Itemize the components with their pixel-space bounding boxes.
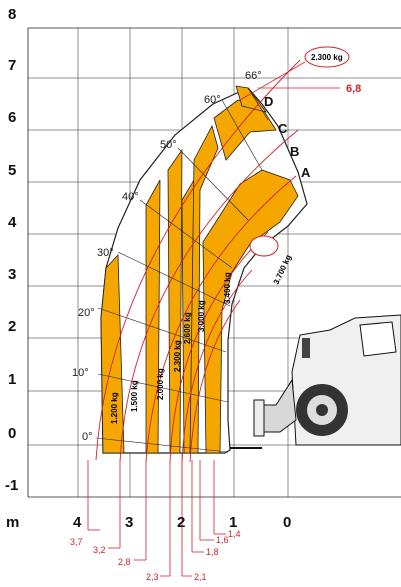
load-3700: 3.700 kg bbox=[272, 253, 294, 286]
zone-c: C bbox=[278, 121, 288, 136]
x-label-4: 4 bbox=[73, 514, 82, 531]
load-1500: 1.500 kg bbox=[130, 380, 139, 412]
y-label-8: 8 bbox=[8, 6, 16, 23]
angle-66: 66° bbox=[245, 70, 262, 82]
y-label-7: 7 bbox=[8, 57, 16, 74]
y-label-0: 0 bbox=[8, 425, 16, 442]
reach-2-3: 2,3 bbox=[146, 572, 159, 582]
reach-2-8: 2,8 bbox=[118, 557, 131, 567]
x-label-0: 0 bbox=[283, 514, 291, 531]
y-label-2: 2 bbox=[8, 318, 16, 335]
zone-a: A bbox=[301, 165, 311, 180]
load-2300: 2.300 kg bbox=[173, 340, 182, 372]
y-label-1: 1 bbox=[8, 371, 16, 388]
y-label-4: 4 bbox=[8, 214, 17, 231]
reach-ticks bbox=[87, 87, 340, 577]
max-load-ellipse bbox=[249, 235, 279, 257]
x-axis-unit: m bbox=[6, 514, 19, 531]
load-bands bbox=[100, 85, 299, 454]
angle-0: 0° bbox=[82, 431, 93, 443]
y-label-6: 6 bbox=[8, 109, 16, 126]
top-load-ellipse bbox=[304, 46, 350, 68]
y-label-5: 5 bbox=[8, 162, 16, 179]
angle-40: 40° bbox=[122, 191, 139, 203]
load-3000: 3.000 kg bbox=[197, 300, 206, 332]
reach-3-7: 3,7 bbox=[70, 537, 83, 547]
angle-50: 50° bbox=[160, 139, 177, 151]
reach-2-1: 2,1 bbox=[194, 572, 207, 582]
reach-1-4: 1,4 bbox=[228, 529, 241, 539]
reach-1-8: 1,8 bbox=[206, 547, 219, 557]
zone-d: D bbox=[264, 94, 273, 109]
zone-b: B bbox=[290, 144, 299, 159]
reach-labels: 3,7 3,2 2,8 2,3 2,1 1,8 1,6 1,4 bbox=[70, 529, 241, 582]
load-1200: 1.200 kg bbox=[110, 392, 119, 424]
y-label-minus1: -1 bbox=[5, 477, 18, 494]
y-axis-labels: 8 7 6 5 4 3 2 1 0 -1 bbox=[5, 6, 18, 494]
reach-arcs bbox=[95, 59, 301, 463]
reach-1-6: 1,6 bbox=[216, 535, 229, 545]
x-axis-labels: m 4 3 2 1 0 bbox=[6, 514, 291, 531]
top-load-leader bbox=[239, 61, 306, 101]
x-label-2: 2 bbox=[177, 514, 185, 531]
y-label-3: 3 bbox=[8, 266, 16, 283]
x-label-3: 3 bbox=[125, 514, 133, 531]
angle-30: 30° bbox=[97, 247, 114, 259]
angle-60: 60° bbox=[204, 94, 221, 106]
angle-lines bbox=[95, 87, 269, 453]
angle-20: 20° bbox=[78, 307, 95, 319]
load-3400: 3.400 kg bbox=[223, 272, 232, 304]
load-2600: 2.600 kg bbox=[183, 312, 192, 344]
max-height-label: 6,8 bbox=[346, 83, 361, 95]
telehandler-image bbox=[230, 314, 401, 449]
reach-3-2: 3,2 bbox=[93, 545, 106, 555]
load-2000: 2.000 kg bbox=[156, 368, 165, 400]
angle-labels: 0° 10° 20° 30° 40° 50° 60° 66° bbox=[72, 70, 262, 443]
angle-10: 10° bbox=[72, 367, 89, 379]
zone-letters: A B C D bbox=[264, 94, 311, 180]
x-label-1: 1 bbox=[229, 514, 237, 531]
load-top-2300: 2.300 kg bbox=[311, 53, 343, 62]
